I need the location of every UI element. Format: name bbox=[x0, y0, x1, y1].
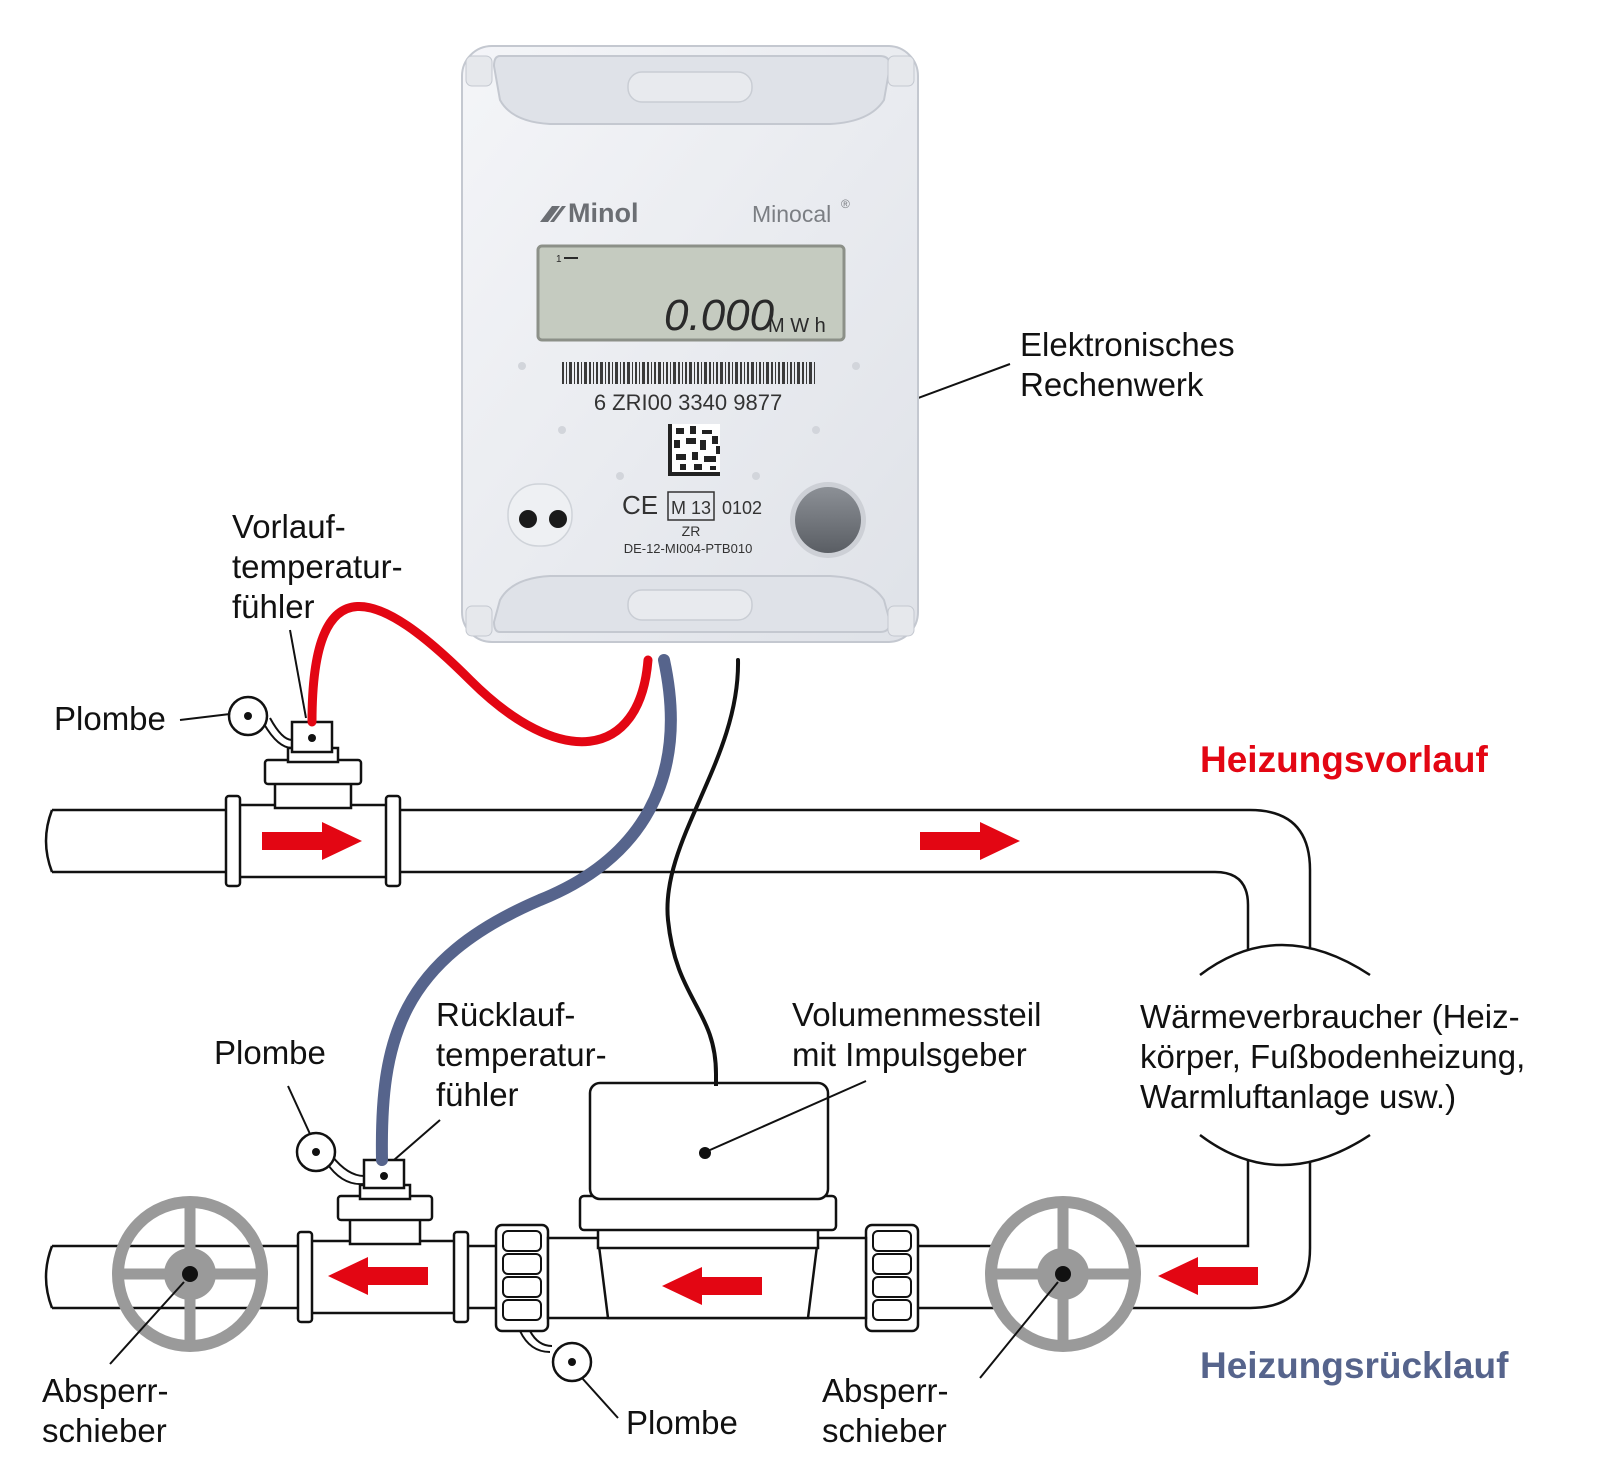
heizungsvorlauf-title: Heizungsvorlauf bbox=[1200, 739, 1488, 780]
rechenwerk-label-line1: Elektronisches bbox=[1020, 326, 1235, 363]
metrology-mark: M 13 bbox=[671, 498, 711, 518]
arrow-left-icon-return-1 bbox=[328, 1257, 428, 1295]
leader-lines bbox=[109, 363, 1059, 1419]
seal-icon-bottom bbox=[519, 1330, 593, 1383]
lcd-unit: M W h bbox=[768, 315, 826, 337]
rechenwerk-label-line2: Rechenwerk bbox=[1020, 366, 1204, 403]
supply-pipe bbox=[44, 808, 1312, 960]
absperr-left-label-line1: Absperr- bbox=[42, 1372, 169, 1409]
arrow-right-icon-supply-2 bbox=[920, 822, 1020, 860]
brand-name: Minol bbox=[568, 198, 638, 228]
vorlauf-sensor-label-line1: Vorlauf- bbox=[232, 508, 346, 545]
volumen-label-line2: mit Impulsgeber bbox=[792, 1036, 1027, 1073]
plombe-label-top: Plombe bbox=[54, 700, 166, 737]
absperr-left-label-line2: schieber bbox=[42, 1412, 167, 1449]
volume-flow-meter bbox=[494, 1074, 920, 1333]
plombe-label-bottom: Plombe bbox=[626, 1404, 738, 1441]
absperr-right-label-line1: Absperr- bbox=[822, 1372, 949, 1409]
heizungsruecklauf-title: Heizungsrücklauf bbox=[1200, 1345, 1509, 1386]
model-name: Minocal bbox=[752, 201, 831, 227]
volumen-label-line1: Volumenmessteil bbox=[792, 996, 1041, 1033]
return-sensor-cable bbox=[375, 654, 677, 1166]
faceplate-screws bbox=[518, 362, 860, 480]
serial-number: 6 ZRI00 3340 9877 bbox=[594, 390, 782, 415]
verbraucher-label-line1: Wärmeverbraucher (Heiz- bbox=[1140, 998, 1520, 1035]
approval-number: DE-12-MI004-PTB010 bbox=[624, 541, 753, 556]
notified-body-number: 0102 bbox=[722, 498, 762, 518]
vorlauf-sensor-label-line2: temperatur- bbox=[232, 548, 403, 585]
supply-sensor-fitting bbox=[224, 720, 402, 888]
arrow-left-icon-return-2 bbox=[662, 1267, 762, 1305]
vorlauf-sensor-label-line3: fühler bbox=[232, 588, 315, 625]
ruecklauf-sensor-label-line1: Rücklauf- bbox=[436, 996, 575, 1033]
optical-interface bbox=[507, 483, 573, 547]
lcd-value: 0.000 bbox=[664, 291, 775, 340]
absperr-right-label-line2: schieber bbox=[822, 1412, 947, 1449]
model-registered-mark: ® bbox=[841, 197, 850, 211]
seal-icon-top bbox=[227, 695, 293, 749]
lcd-display: 1 0.000 M W h bbox=[536, 244, 846, 342]
heat-consumer-symbol bbox=[1199, 943, 1371, 1167]
arrow-right-icon-supply-1 bbox=[262, 822, 362, 860]
arrow-left-icon-return-3 bbox=[1158, 1257, 1258, 1295]
ce-mark: CE bbox=[622, 490, 658, 520]
pulse-cable bbox=[665, 658, 741, 1076]
ruecklauf-sensor-label-line3: fühler bbox=[436, 1076, 519, 1113]
electronic-calculator-device: Minol Minocal ® 1 0.000 M W h bbox=[461, 45, 919, 643]
plombe-label-left: Plombe bbox=[214, 1034, 326, 1071]
supply-sensor-cable bbox=[307, 602, 653, 747]
ruecklauf-sensor-label-line2: temperatur- bbox=[436, 1036, 607, 1073]
valve-handwheel-icon-right[interactable] bbox=[985, 1196, 1141, 1352]
valve-handwheel-icon-left[interactable] bbox=[112, 1196, 268, 1352]
zr-mark: ZR bbox=[682, 523, 701, 539]
minol-logo bbox=[540, 206, 566, 222]
lcd-index: 1 bbox=[556, 254, 562, 265]
datamatrix-code bbox=[668, 424, 720, 476]
barcode bbox=[562, 362, 815, 384]
meter-push-button[interactable] bbox=[790, 482, 866, 558]
seal-icon-left bbox=[295, 1131, 365, 1186]
verbraucher-label-line2: körper, Fußbodenheizung, bbox=[1140, 1038, 1525, 1075]
return-sensor-fitting bbox=[296, 1158, 470, 1324]
verbraucher-label-line3: Warmluftanlage usw.) bbox=[1140, 1078, 1456, 1115]
